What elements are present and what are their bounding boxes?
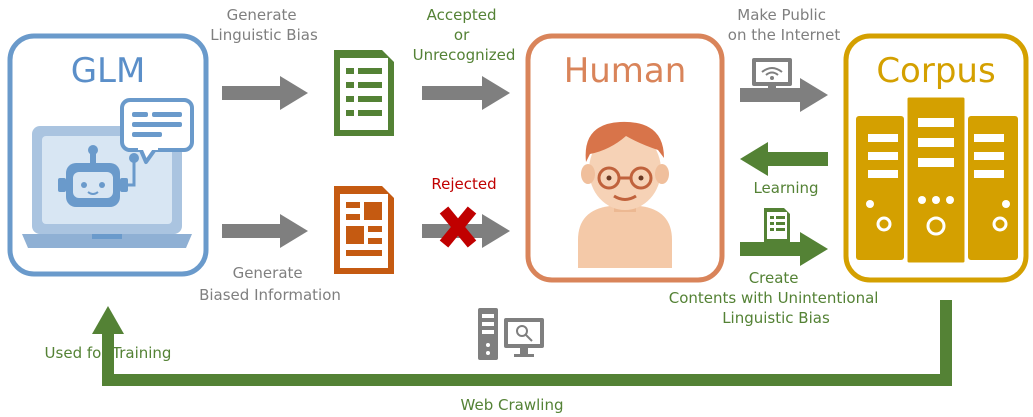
label-learning: Learning [753,179,818,197]
web-crawler-icon [478,308,544,360]
arrow-human-to-corpus [740,78,828,112]
svg-text:Make Public on the Interne: Make Public on the Internet [728,6,841,44]
label-make-public-2: on the Internet [728,26,841,44]
svg-text:Accepted or Unrecogniz: Accepted or Unrecognized [413,6,516,64]
label-generate-info-1: Generate [233,264,303,282]
green-document-icon [334,50,394,136]
arrow-glm-to-doc-top [222,76,308,110]
label-generate-bias-2: Linguistic Bias [210,26,318,44]
person-icon [578,121,672,268]
label-web-crawling: Web Crawling [461,396,564,414]
label-create-1: Create [749,269,799,287]
svg-text:Generate Biased Informatio: Generate Biased Information [199,264,341,304]
label-accepted-2: or [454,26,470,44]
arrow-glm-to-doc-bottom [222,214,308,248]
arrow-doc-to-human-top [422,76,510,110]
learning-arrow [740,142,828,176]
human-node: Human [525,33,725,283]
label-create-3: Linguistic Bias [722,309,830,327]
label-accepted-3: Unrecognized [413,46,516,64]
glm-title: GLM [71,51,146,91]
label-make-public-1: Make Public [737,6,826,24]
label-accepted-1: Accepted [427,6,497,24]
label-generate-bias-1: Generate [227,6,297,24]
svg-text:Generate Linguistic Bias: Generate Linguistic Bias [210,6,318,44]
label-create-2: Contents with Unintentional [669,289,879,307]
orange-document-icon [334,186,394,274]
web-crawling-loop [92,300,952,386]
monitor-wifi-icon [752,58,792,92]
rejected-x-icon [439,206,477,248]
small-green-document-icon [764,208,790,242]
corpus-node: Corpus [843,33,1029,283]
laptop-robot-icon [22,98,194,248]
human-title: Human [564,51,687,91]
svg-text:Create Contents with Unint: Create Contents with Unintentional Lingu… [669,269,883,327]
label-used-for-training: Used for Training [45,344,172,362]
glm-node: GLM [7,33,209,277]
corpus-title: Corpus [876,51,995,91]
label-rejected: Rejected [431,175,496,193]
label-generate-info-2: Biased Information [199,286,341,304]
create-contents-arrow [740,232,828,266]
server-icon [856,94,1018,266]
